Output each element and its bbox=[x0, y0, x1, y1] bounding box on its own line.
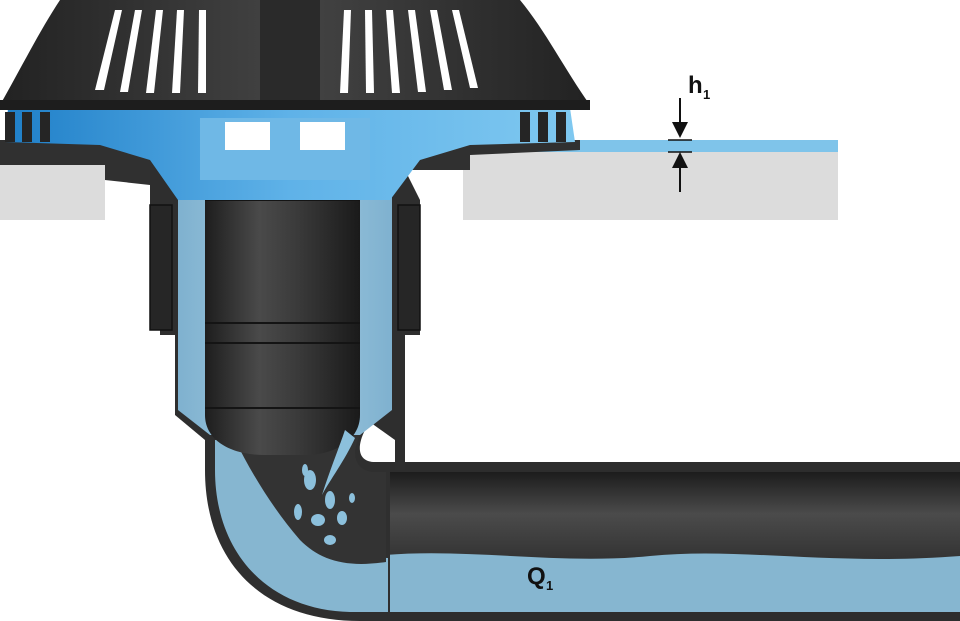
arrow-down-icon bbox=[672, 122, 688, 138]
pipe-elbow bbox=[205, 430, 390, 621]
flow-label: Q bbox=[527, 563, 546, 590]
strainer-slots bbox=[95, 10, 478, 93]
head-label: h bbox=[688, 72, 703, 99]
drain-body bbox=[149, 150, 421, 470]
dome-center-hub bbox=[260, 0, 320, 100]
dome-edge-teeth bbox=[5, 112, 566, 142]
head-label-subscript: 1 bbox=[703, 87, 710, 102]
dome-base-ring bbox=[0, 100, 590, 110]
roof-slab bbox=[0, 152, 838, 220]
flange-left bbox=[149, 204, 173, 331]
dome-strainer bbox=[0, 0, 590, 150]
bowl-window-right bbox=[300, 122, 345, 150]
horizontal-pipe bbox=[360, 462, 960, 621]
arrow-up-icon bbox=[672, 152, 688, 168]
flow-label-subscript: 1 bbox=[546, 578, 553, 593]
inner-tube bbox=[205, 150, 360, 455]
roof-slab-right bbox=[463, 152, 838, 220]
bowl-window-left bbox=[225, 122, 270, 150]
pipe-water bbox=[385, 553, 960, 612]
water-splash bbox=[294, 430, 355, 545]
head-dimension bbox=[668, 98, 692, 192]
flange-right bbox=[397, 204, 421, 331]
elbow-inner-dark bbox=[235, 435, 386, 564]
roof-slab-left bbox=[0, 162, 105, 220]
